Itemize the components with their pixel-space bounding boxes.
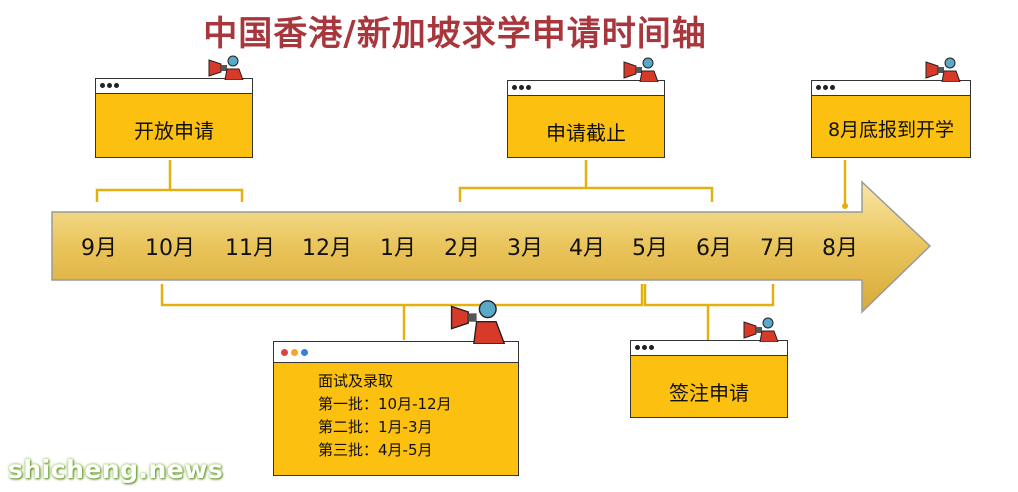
card-visa: 签注申请: [630, 340, 788, 418]
card-label: 签注申请: [669, 381, 749, 405]
bracket-deadline: [458, 160, 714, 202]
megaphone-person-icon: [925, 57, 961, 82]
megaphone-person-icon: [208, 55, 244, 80]
month-label: 7月: [760, 236, 796, 261]
megaphone-person-icon: [743, 317, 779, 342]
card-report: 8月底报到开学: [811, 80, 971, 158]
month-label: 1月: [380, 236, 416, 261]
month-label: 10月: [145, 236, 195, 261]
watermark: shicheng.news: [8, 455, 224, 484]
interview-heading: 面试及录取: [318, 372, 394, 390]
interview-batch-3: 第三批：4月-5月: [318, 441, 433, 459]
bracket-visa: [643, 284, 775, 340]
card-label: 8月底报到开学: [827, 119, 955, 141]
month-label: 12月: [302, 236, 352, 261]
card-titlebar: [96, 79, 252, 94]
month-label: 2月: [444, 236, 480, 261]
month-label: 8月: [822, 236, 858, 261]
page-title: 中国香港/新加坡求学申请时间轴: [203, 14, 707, 54]
month-label: 4月: [569, 236, 605, 261]
card-label: 开放申请: [134, 119, 214, 143]
interview-batch-2: 第二批：1月-3月: [318, 418, 433, 436]
month-label: 3月: [507, 236, 543, 261]
month-label: 11月: [225, 236, 275, 261]
card-titlebar: [812, 81, 970, 96]
megaphone-person-icon: [623, 57, 659, 82]
card-titlebar: [274, 342, 518, 363]
card-label: 申请截止: [546, 121, 626, 145]
month-label: 6月: [696, 236, 732, 261]
card-titlebar: [508, 81, 664, 96]
month-label: 9月: [81, 236, 117, 261]
bracket-open: [95, 160, 244, 202]
card-open-application: 开放申请: [95, 78, 253, 158]
card-deadline: 申请截止: [507, 80, 665, 158]
month-label: 5月: [632, 236, 668, 261]
bracket-interview: [160, 284, 644, 340]
card-titlebar: [631, 341, 787, 356]
megaphone-person-icon: [450, 300, 506, 344]
timeline-arrow: [51, 180, 932, 314]
interview-batch-1: 第一批：10月-12月: [318, 395, 452, 413]
card-interview: 面试及录取 第一批：10月-12月 第二批：1月-3月 第三批：4月-5月: [273, 341, 519, 476]
